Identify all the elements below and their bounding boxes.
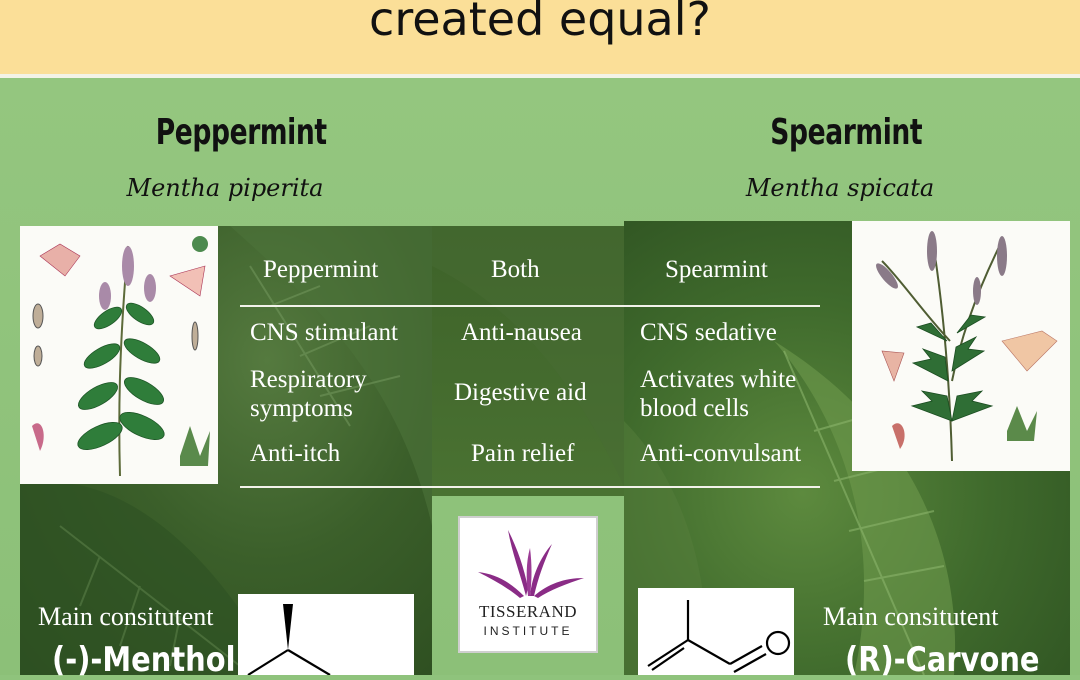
peppermint-latin-name: Mentha piperita bbox=[126, 174, 324, 202]
carvone-structure-diagram bbox=[638, 588, 794, 675]
menthol-structure-diagram bbox=[238, 594, 414, 676]
peppermint-constituent-label: Main consitutent bbox=[38, 602, 214, 631]
both-property: Pain relief bbox=[471, 440, 575, 467]
both-property: Digestive aid bbox=[454, 379, 587, 406]
spearmint-compound-name: (R)-Carvone bbox=[845, 640, 1040, 680]
table-header-divider bbox=[240, 305, 820, 307]
both-column-leaf-photo bbox=[432, 226, 624, 496]
column-header-both: Both bbox=[491, 256, 540, 283]
spearmint-latin-name: Mentha spicata bbox=[745, 174, 935, 202]
page-title: created equal? bbox=[369, 0, 711, 46]
table-bottom-divider bbox=[240, 486, 820, 488]
spearmint-property: Anti-convulsant bbox=[640, 440, 802, 467]
spearmint-botanical-illustration bbox=[852, 221, 1070, 471]
both-property: Anti-nausea bbox=[461, 319, 582, 346]
peppermint-property: CNS stimulant bbox=[250, 319, 398, 346]
title-banner: created equal? bbox=[0, 0, 1080, 78]
spearmint-heading: Spearmint bbox=[770, 112, 923, 153]
flame-logo-icon bbox=[478, 530, 584, 598]
logo-wordmark: TISSERAND bbox=[478, 602, 577, 621]
spearmint-property: CNS sedative bbox=[640, 319, 777, 346]
peppermint-botanical-illustration bbox=[20, 226, 218, 484]
peppermint-property: Anti-itch bbox=[250, 440, 341, 467]
peppermint-compound-name: (-)-Menthol bbox=[52, 640, 236, 680]
column-header-spearmint: Spearmint bbox=[665, 256, 768, 283]
peppermint-property: Respiratory symptoms bbox=[250, 366, 367, 422]
tisserand-institute-logo: TISSERAND INSTITUTE bbox=[458, 516, 598, 653]
column-header-peppermint: Peppermint bbox=[263, 256, 379, 283]
peppermint-heading: Peppermint bbox=[155, 112, 327, 153]
logo-subtext: INSTITUTE bbox=[483, 624, 573, 638]
spearmint-constituent-label: Main consitutent bbox=[823, 602, 999, 631]
spearmint-property: Activates white blood cells bbox=[640, 366, 797, 422]
